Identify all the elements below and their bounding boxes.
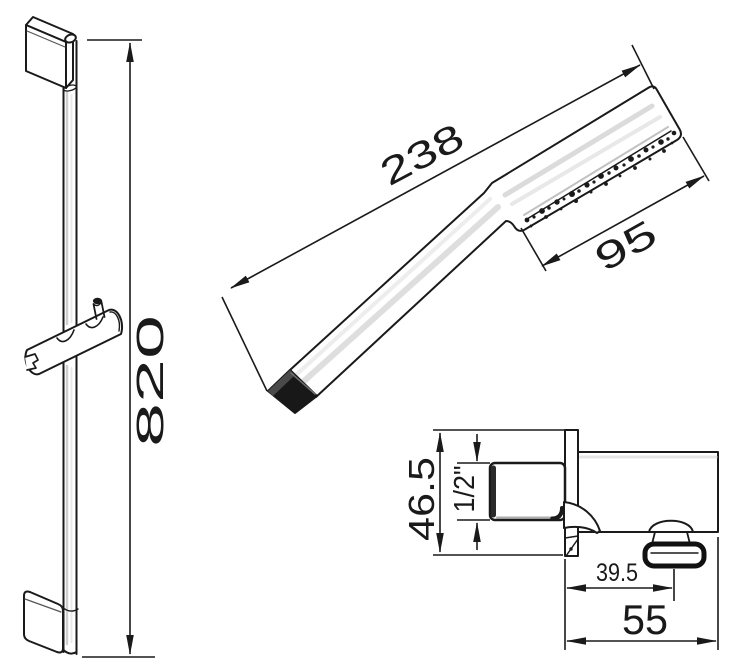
top-bracket [25,16,74,89]
rail-tube [62,33,78,655]
dimension-label-820: 820 [130,315,172,447]
dimension-55: 55 [566,537,719,650]
dimension-thread: 1/2" [449,434,490,550]
dimension-label-46-5: 46.5 [401,457,442,541]
thread-connector [488,461,567,522]
dimension-label-95: 95 [588,213,664,281]
hose-nut [642,541,707,569]
dimension-label-55: 55 [622,596,668,643]
dimension-label-thread: 1/2" [449,466,481,513]
dimension-238: 238 [221,44,655,392]
holder-pin [92,297,106,320]
dimension-820: 820 [82,39,172,658]
outlet-body [577,451,719,533]
handle-cap [267,369,318,414]
dimension-39-5: 39.5 [564,559,675,650]
bottom-bracket [23,590,79,654]
slider-holder [24,297,123,376]
wall-outlet [488,429,719,569]
dimensions: 820 238 95 46.5 1/2" [82,39,719,658]
spout-detail [563,501,601,557]
dimension-46-5: 46.5 [401,429,565,556]
dimension-label-39-5: 39.5 [596,559,638,587]
hose-outlet [642,519,707,569]
slide-bar-assembly [23,16,123,655]
